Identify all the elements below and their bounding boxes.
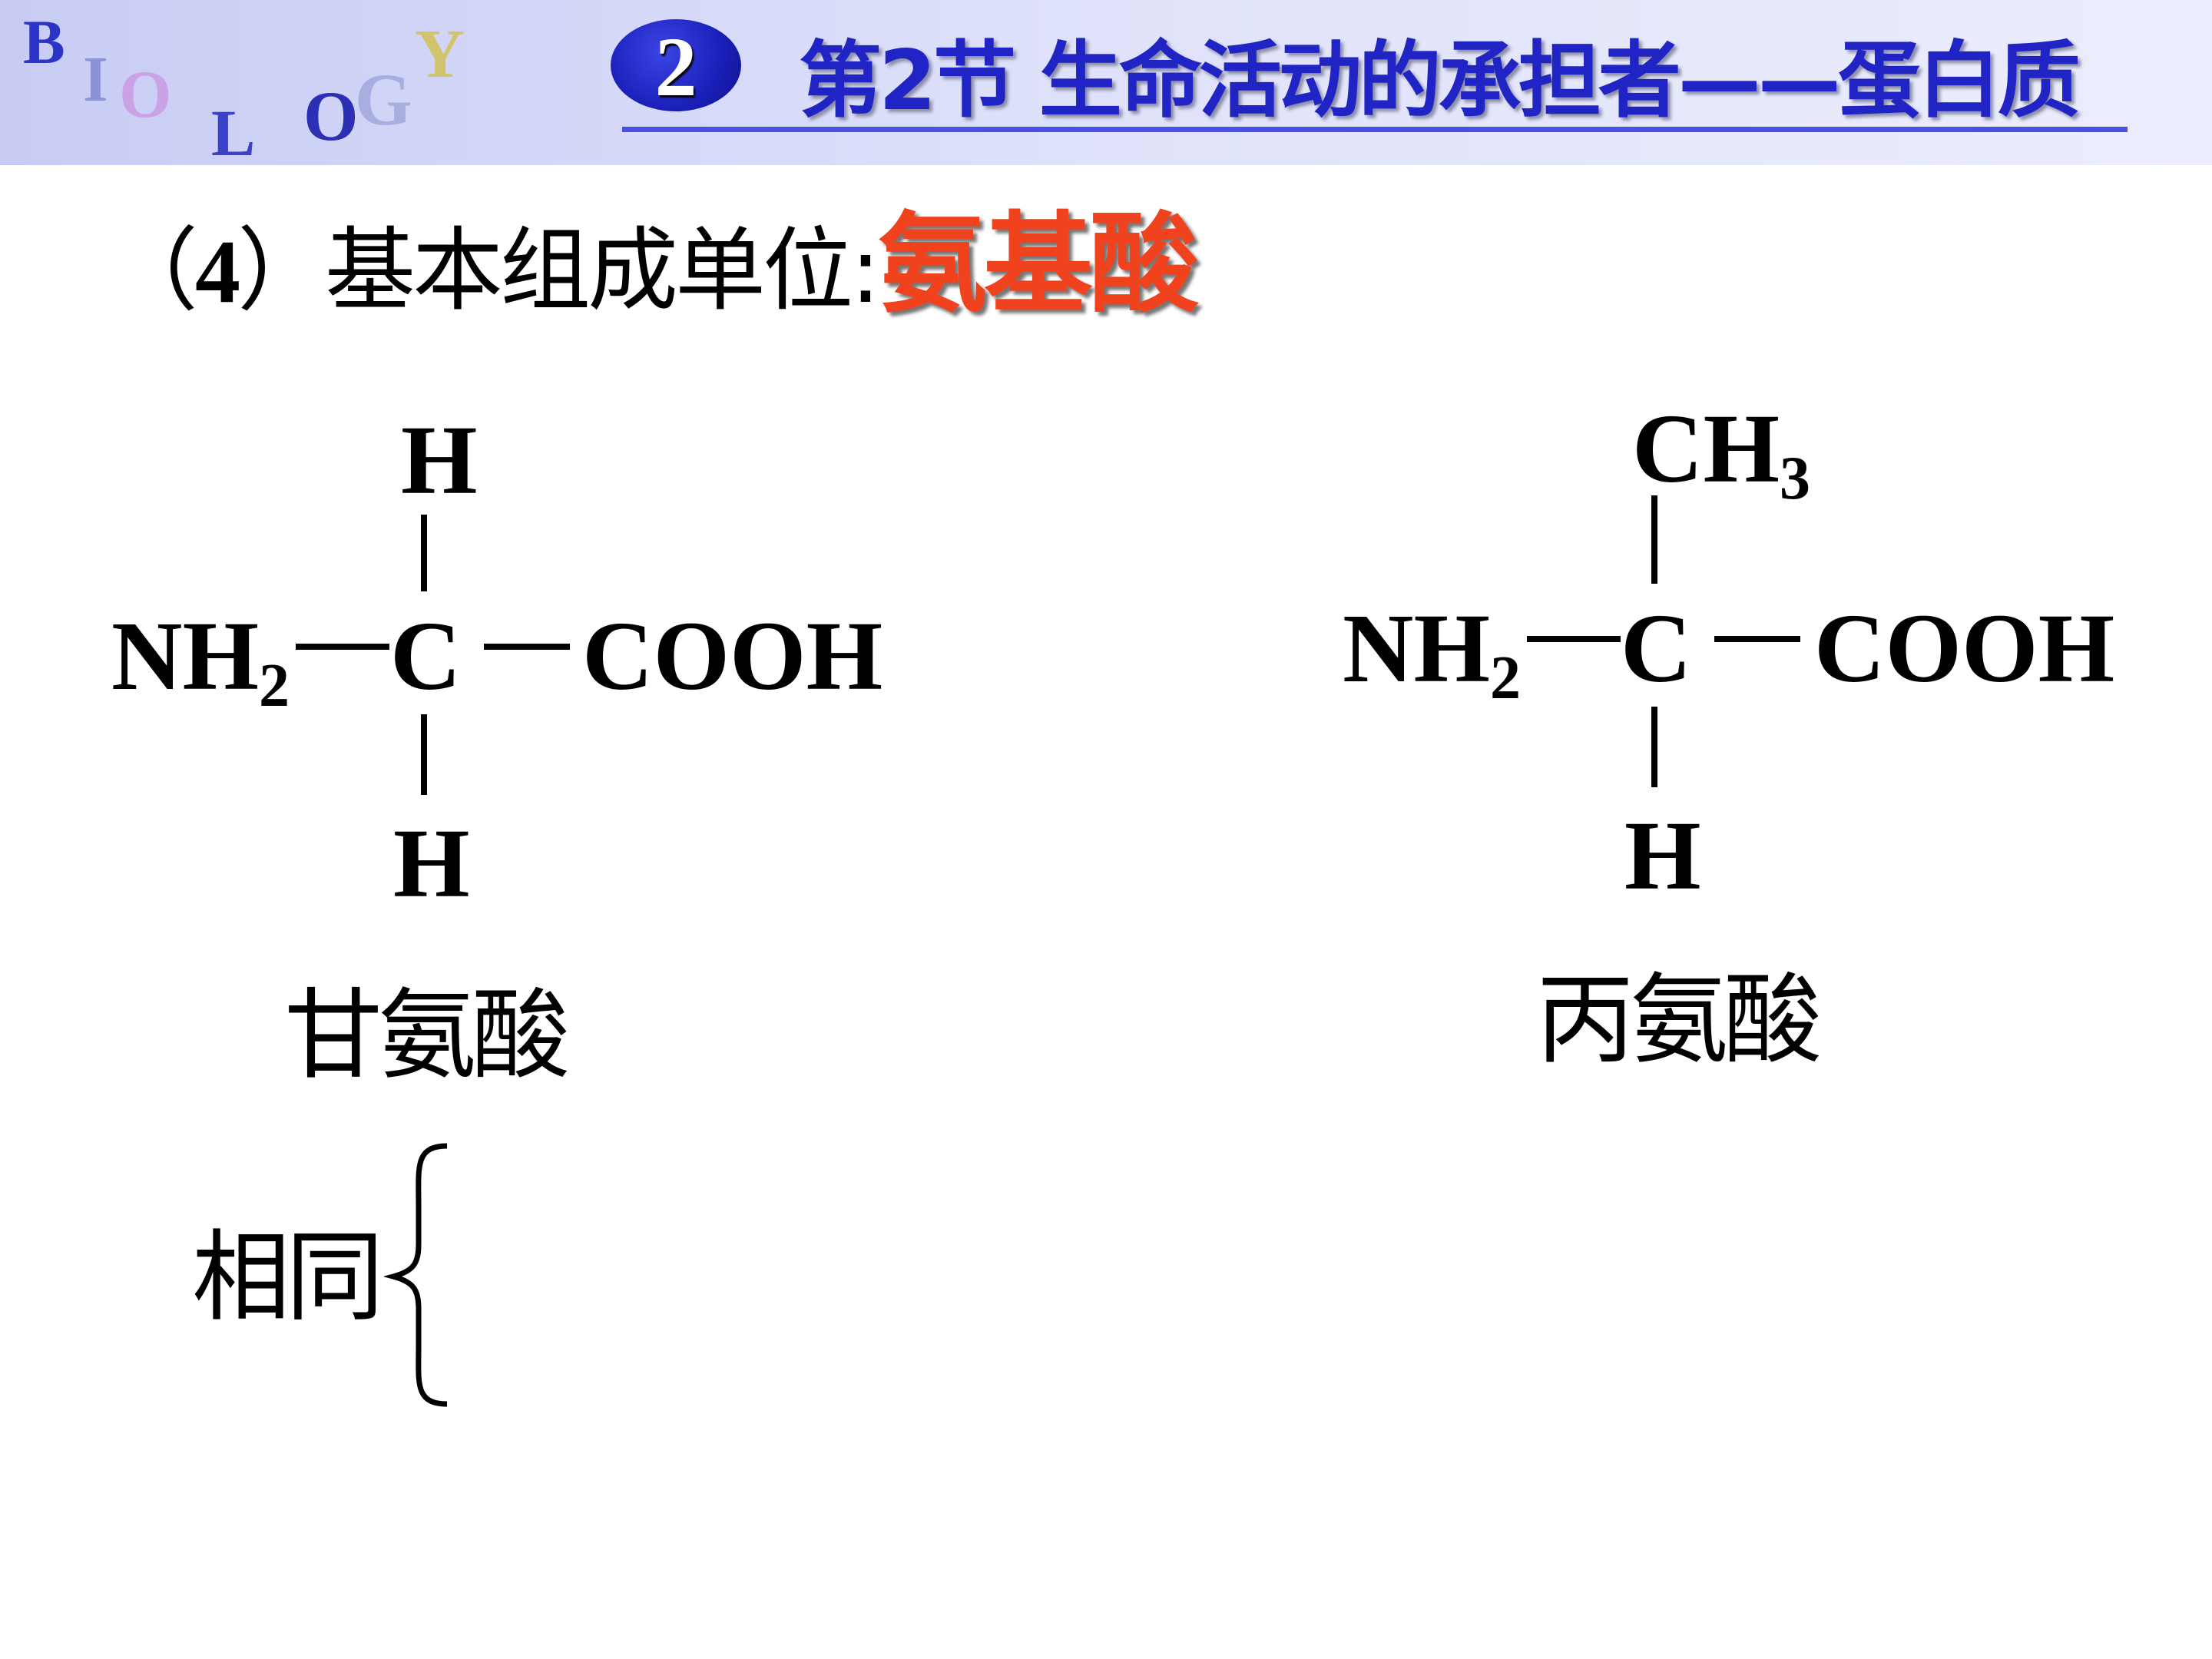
same-label: 相同 — [192, 1220, 384, 1335]
logo-letter-i: I — [83, 44, 108, 115]
logo-letter-y: Y — [415, 16, 465, 92]
alanine-bottom-atom: H — [1624, 801, 1701, 910]
alanine-central-carbon: C — [1621, 594, 1692, 703]
glycine-name: 甘氨酸 — [284, 979, 570, 1093]
section-number: 2 — [654, 20, 697, 114]
glycine-central-carbon: C — [390, 601, 462, 710]
alanine-amino-group: NH2 — [1343, 599, 1521, 709]
heading-highlight: 氨基酸 — [877, 201, 1199, 328]
alanine-right-bond — [1714, 636, 1800, 642]
section-heading: （4）基本组成单位:氨基酸 — [108, 207, 1199, 329]
alanine-methyl-group: CH3 — [1632, 399, 1810, 509]
glycine-right-bond — [484, 644, 570, 650]
alanine-methyl-text: CH — [1632, 394, 1780, 503]
heading-open-paren: （ — [108, 217, 198, 323]
logo-letter-l: L — [211, 96, 256, 170]
glycine-top-atom: H — [401, 406, 478, 515]
alanine-top-bond — [1651, 495, 1657, 584]
glycine-carboxyl-group: COOH — [582, 601, 883, 710]
heading-number: 4 — [195, 221, 240, 322]
header-divider — [622, 127, 2128, 132]
glycine-bottom-bond — [421, 714, 427, 795]
glycine-top-bond — [421, 515, 427, 591]
slide-title: 第2节 生命活动的承担者——蛋白质 — [799, 33, 2081, 129]
logo-letter-b: B — [23, 7, 65, 77]
glycine-amino-group: NH2 — [111, 607, 290, 717]
alanine-amino-text: NH — [1343, 594, 1490, 703]
logo-letter-o: O — [119, 58, 172, 132]
curly-brace — [384, 1143, 448, 1407]
glycine-left-bond — [296, 644, 389, 650]
alanine-methyl-sub: 3 — [1780, 445, 1810, 512]
alanine-left-bond — [1527, 636, 1621, 642]
alanine-amino-sub: 2 — [1490, 644, 1521, 712]
section-number-badge: 2 — [611, 19, 741, 114]
logo-letter-g: G — [355, 58, 412, 141]
glycine-amino-sub: 2 — [259, 652, 290, 720]
glycine-amino-text: NH — [111, 601, 259, 710]
alanine-name: 丙氨酸 — [1536, 963, 1822, 1078]
heading-label: 基本组成单位: — [325, 217, 881, 323]
heading-close-paren: ） — [237, 217, 328, 323]
alanine-carboxyl-group: COOH — [1814, 594, 2115, 703]
glycine-bottom-atom: H — [393, 809, 470, 918]
alanine-bottom-bond — [1651, 707, 1657, 787]
logo-letter-o2: O — [303, 77, 359, 155]
slide-header: B I O L O G Y 2 第2节 生命活动的承担者——蛋白质 — [0, 0, 2212, 170]
